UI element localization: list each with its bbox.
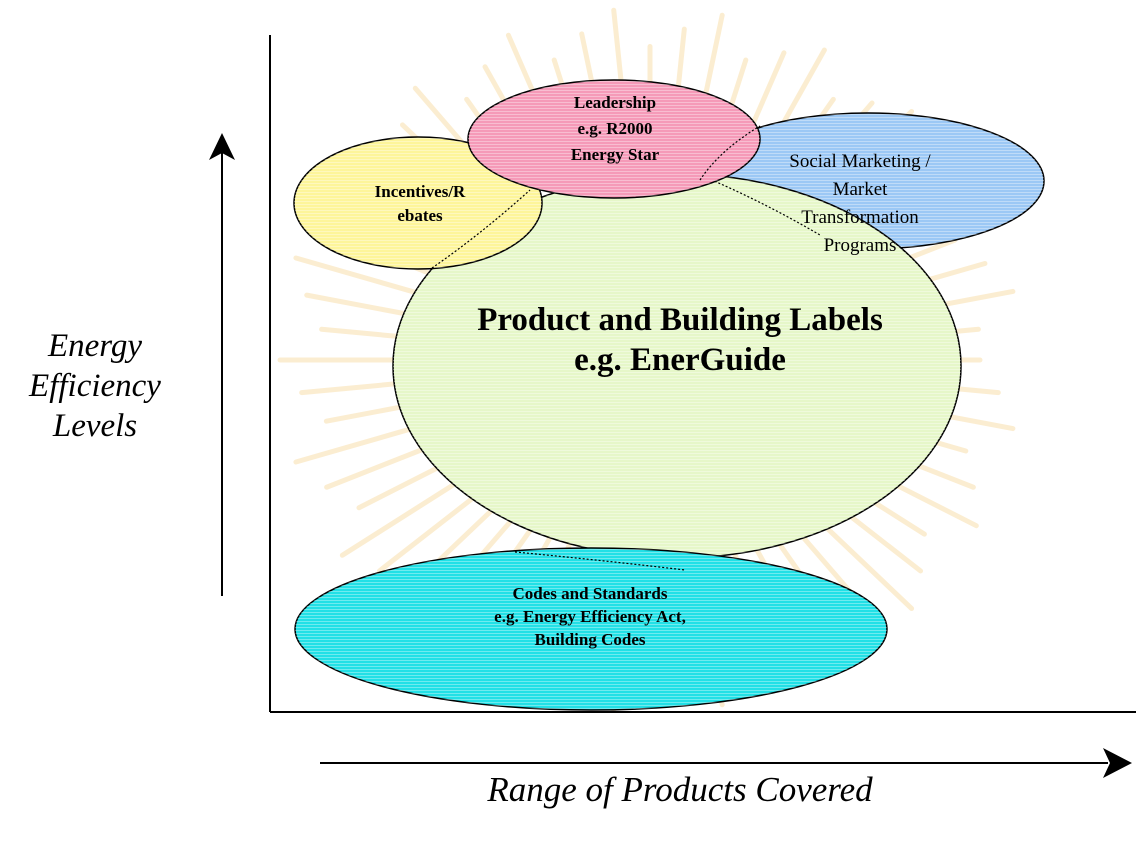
product-labels-text: Product and Building Labels e.g. EnerGui… [410, 300, 950, 380]
x-axis-label: Range of Products Covered [487, 770, 873, 809]
incentives-line: Incentives/R [374, 182, 466, 201]
leadership-line: Energy Star [570, 145, 660, 164]
incentives-text: Incentives/R ebates [340, 180, 500, 228]
codes-standards-line: Building Codes [534, 630, 646, 649]
product-labels-bubble [392, 173, 962, 559]
codes-standards-line: e.g. Energy Efficiency Act, [494, 607, 686, 626]
codes-standards-line: Codes and Standards [512, 584, 668, 603]
y-axis-label: Energy Efficiency Levels [20, 326, 170, 446]
leadership-line: Leadership [573, 93, 657, 112]
leadership-line: e.g. R2000 [577, 119, 653, 138]
social-marketing-line: Market [832, 179, 888, 200]
social-marketing-line: Social Marketing / [789, 151, 931, 172]
y-axis-label-line: Efficiency [29, 368, 161, 404]
leadership-bubble [467, 79, 761, 199]
product-labels-line: e.g. EnerGuide [574, 342, 786, 378]
right-arrow-icon [320, 748, 1132, 778]
codes-standards-text: Codes and Standards e.g. Energy Efficien… [380, 582, 800, 651]
up-arrow-icon [209, 133, 235, 596]
social-marketing-text: Social Marketing / Market Transformation… [750, 148, 970, 260]
y-axis-label-line: Levels [52, 408, 138, 444]
social-marketing-line: Transformation [801, 207, 919, 228]
product-labels-line: Product and Building Labels [477, 302, 883, 338]
codes-standards-bubble [294, 547, 888, 711]
social-marketing-line: Programs [823, 235, 897, 256]
incentives-line: ebates [397, 206, 443, 225]
incentives-bubble [293, 136, 543, 270]
y-axis-label-line: Energy [47, 328, 143, 364]
leadership-text: Leadership e.g. R2000 Energy Star [520, 90, 710, 168]
